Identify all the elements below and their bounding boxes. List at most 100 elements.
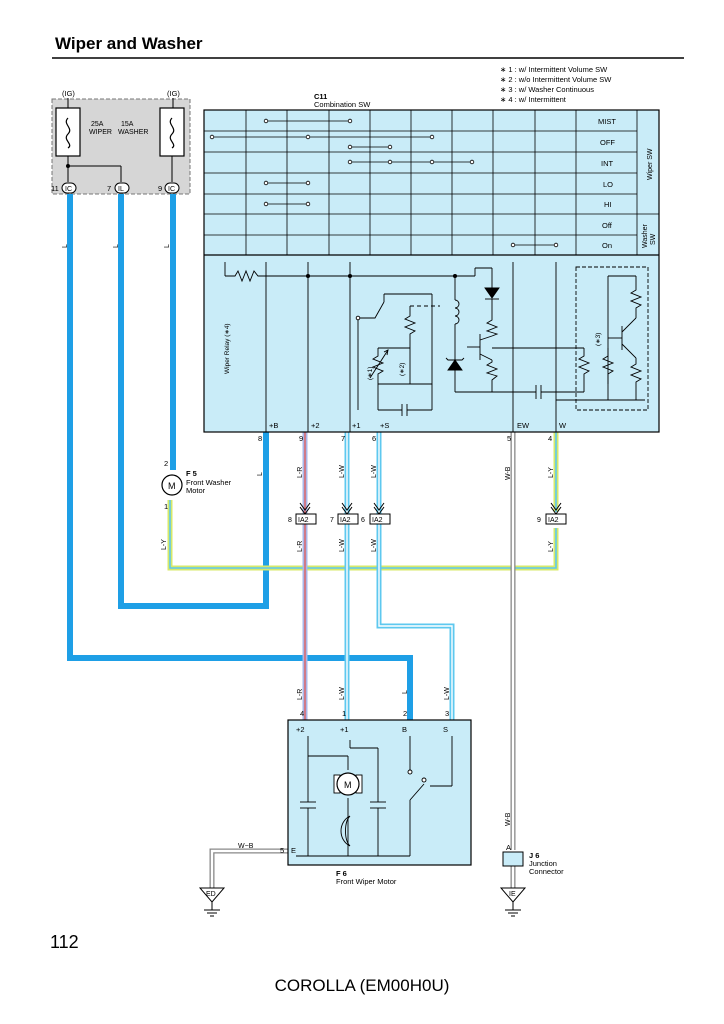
- wires: [67, 194, 559, 888]
- ia2-pin-7: 7: [330, 517, 334, 524]
- ia2-pin-6: 6: [361, 517, 365, 524]
- relay-label: Wiper Relay (∗4): [224, 323, 231, 374]
- note-2: ∗ 2 : w/o Intermittent Volume SW: [500, 75, 612, 84]
- ia2-pin-8: 8: [288, 517, 292, 524]
- pin-6: 6: [372, 434, 376, 443]
- page-number: 112: [50, 932, 79, 952]
- wiper-motor-symbol: M: [344, 780, 352, 790]
- wire-label-lr1: L-R: [297, 467, 304, 478]
- pos-off: OFF: [600, 138, 615, 147]
- wire-label-lw5: L-W: [339, 687, 346, 700]
- wire-label-lw3: L-W: [339, 539, 346, 552]
- ia2-code-8: IA2: [298, 517, 309, 524]
- wire-ly-out: [167, 500, 559, 571]
- wire-wb-e: [209, 848, 288, 888]
- washer-pin-1: 1: [164, 502, 168, 511]
- wiper-relay-circuit: Wiper Relay (∗4): [224, 262, 649, 432]
- switch-position-labels: MIST OFF INT LO HI Off On Wiper SW Washe…: [598, 117, 657, 250]
- c11-code: C11: [314, 92, 327, 101]
- ia2-connector-8: IA2 8: [288, 502, 317, 525]
- term-2: +2: [311, 421, 320, 430]
- wire-label-l4: L: [257, 472, 264, 476]
- wiper-fuse-name: WIPER: [89, 129, 112, 136]
- pos-hi: HI: [604, 200, 612, 209]
- junction-name-2: Connector: [529, 867, 564, 876]
- washer-fuse: [159, 107, 185, 157]
- junction-code: J 6: [529, 851, 539, 860]
- pos-mist: MIST: [598, 117, 616, 126]
- pos-washer-on: On: [602, 241, 612, 250]
- wire-label-lw4: L-W: [371, 539, 378, 552]
- pos-lo: LO: [603, 180, 613, 189]
- washer-motor-code: F 5: [186, 469, 197, 478]
- wiper-term-1: +1: [340, 725, 349, 734]
- wiper-fuse: [55, 107, 81, 157]
- note-4: ∗ 4 : w/ Intermittent: [500, 95, 567, 104]
- wiper-cam-icon: [340, 815, 351, 847]
- junction-name-1: Junction: [529, 859, 557, 868]
- ig-right-label: (IG): [167, 89, 180, 98]
- wiper-pin-1: 1: [342, 709, 346, 718]
- switch-table: [204, 110, 659, 255]
- ground-icon: [499, 887, 527, 903]
- wiper-fuse-icon: [65, 117, 71, 149]
- ground-ed: ED: [198, 887, 226, 917]
- pos-int: INT: [601, 159, 614, 168]
- pin-7: 7: [341, 434, 345, 443]
- wire-label-wb3: W−B: [238, 843, 254, 850]
- notes-block: ∗ 1 : w/ Intermittent Volume SW ∗ 2 : w/…: [500, 65, 612, 104]
- wire-label-l3: L: [164, 244, 171, 248]
- washer-motor-symbol: M: [168, 481, 176, 491]
- wiper-term-s: S: [443, 725, 448, 734]
- fuse-box: (IG) (IG) 25A WIPER 15A WASHER 11 IC 7 I…: [51, 89, 191, 195]
- ground-ie-label: IE: [509, 891, 516, 898]
- c11-terminals: +B +2 +1 +S EW W 8 9 7 6 5 4: [258, 421, 567, 443]
- wire-label-wb1: W-B: [505, 466, 512, 480]
- pin-8: 8: [258, 434, 262, 443]
- ig-left-label: (IG): [62, 89, 75, 98]
- pos-washer-off: Off: [602, 221, 613, 230]
- wire-label-l2: L: [113, 244, 120, 248]
- fuse-conn-ic-2: IC: [168, 186, 175, 193]
- wiper-ground-term: E: [291, 846, 296, 855]
- term-s: +S: [380, 421, 389, 430]
- page-title: Wiper and Washer: [55, 34, 203, 53]
- washer-motor-icon: [161, 474, 183, 496]
- term-1: +1: [352, 421, 361, 430]
- washer-motor-name-2: Motor: [186, 486, 206, 495]
- wiper-pin-3: 3: [445, 709, 449, 718]
- ground-icon: [198, 887, 226, 903]
- annot-1: (∗1): [367, 367, 374, 380]
- wiper-motor-name: Front Wiper Motor: [336, 877, 397, 886]
- ia2-code-9: IA2: [548, 517, 559, 524]
- wire-labels: L L L L L-R L-W L-W W-B L-Y L-Y L-R L-W …: [62, 244, 555, 850]
- junction-connector: A J 6 Junction Connector: [502, 843, 564, 876]
- pin-9: 9: [299, 434, 303, 443]
- annot-3: (∗3): [595, 333, 602, 346]
- ia2-connector-7: IA2 7: [330, 502, 359, 525]
- wiper-motor-body: [287, 719, 472, 866]
- wiper-pin-4: 4: [300, 709, 304, 718]
- washer-fuse-name: WASHER: [118, 129, 148, 136]
- washer-fuse-icon: [169, 117, 175, 149]
- washer-sw-label-1: Washer: [642, 223, 649, 248]
- wiper-motor-icon: [336, 772, 360, 796]
- wire-label-lw2: L-W: [371, 465, 378, 478]
- wire-label-lw6: L-W: [444, 687, 451, 700]
- washer-fuse-amp: 15A: [121, 121, 134, 128]
- wiper-fuse-amp: 25A: [91, 121, 104, 128]
- fuse-pin-11: 11: [51, 184, 59, 193]
- wire-label-l5: L: [402, 690, 409, 694]
- wire-lw-s: [376, 432, 455, 720]
- fuse-conn-ic-1: IC: [65, 186, 72, 193]
- wiper-sw-label: Wiper SW: [647, 148, 654, 180]
- front-wiper-motor: 4 1 2 3 +2 +1 B S: [280, 709, 472, 886]
- ia2-pin-9: 9: [537, 517, 541, 524]
- wire-label-ly2: L-Y: [161, 539, 168, 550]
- wire-label-lw1: L-W: [339, 465, 346, 478]
- wire-l-11: [67, 194, 413, 720]
- wiper-term-2: +2: [296, 725, 305, 734]
- wire-label-ly1: L-Y: [548, 467, 555, 478]
- switch-contacts: [209, 118, 559, 248]
